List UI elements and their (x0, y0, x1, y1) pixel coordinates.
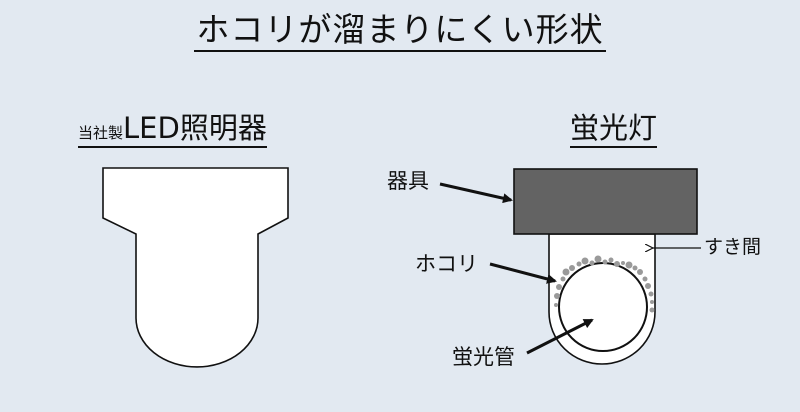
fixture-body (513, 168, 698, 235)
fluorescent-tube (558, 262, 648, 352)
led-caption: 当社製LED照明器 (78, 110, 267, 151)
fluorescent-caption: 蛍光灯 (570, 110, 658, 148)
led-caption-main: LED照明器 (123, 111, 267, 145)
tube-label: 蛍光管 (452, 345, 515, 369)
dust-particles (554, 255, 655, 313)
dust-label: ホコリ (415, 252, 478, 276)
dust-arrow (489, 262, 557, 284)
fixture-arrow (439, 182, 513, 204)
tube-arrow (526, 318, 594, 355)
gap-label: すき間 (704, 236, 762, 258)
fixture-label: 器具 (387, 169, 429, 193)
page-title: ホコリが溜まりにくい形状 (0, 10, 800, 52)
led-caption-prefix: 当社製 (78, 124, 124, 142)
led-fixture-shape (102, 167, 289, 368)
